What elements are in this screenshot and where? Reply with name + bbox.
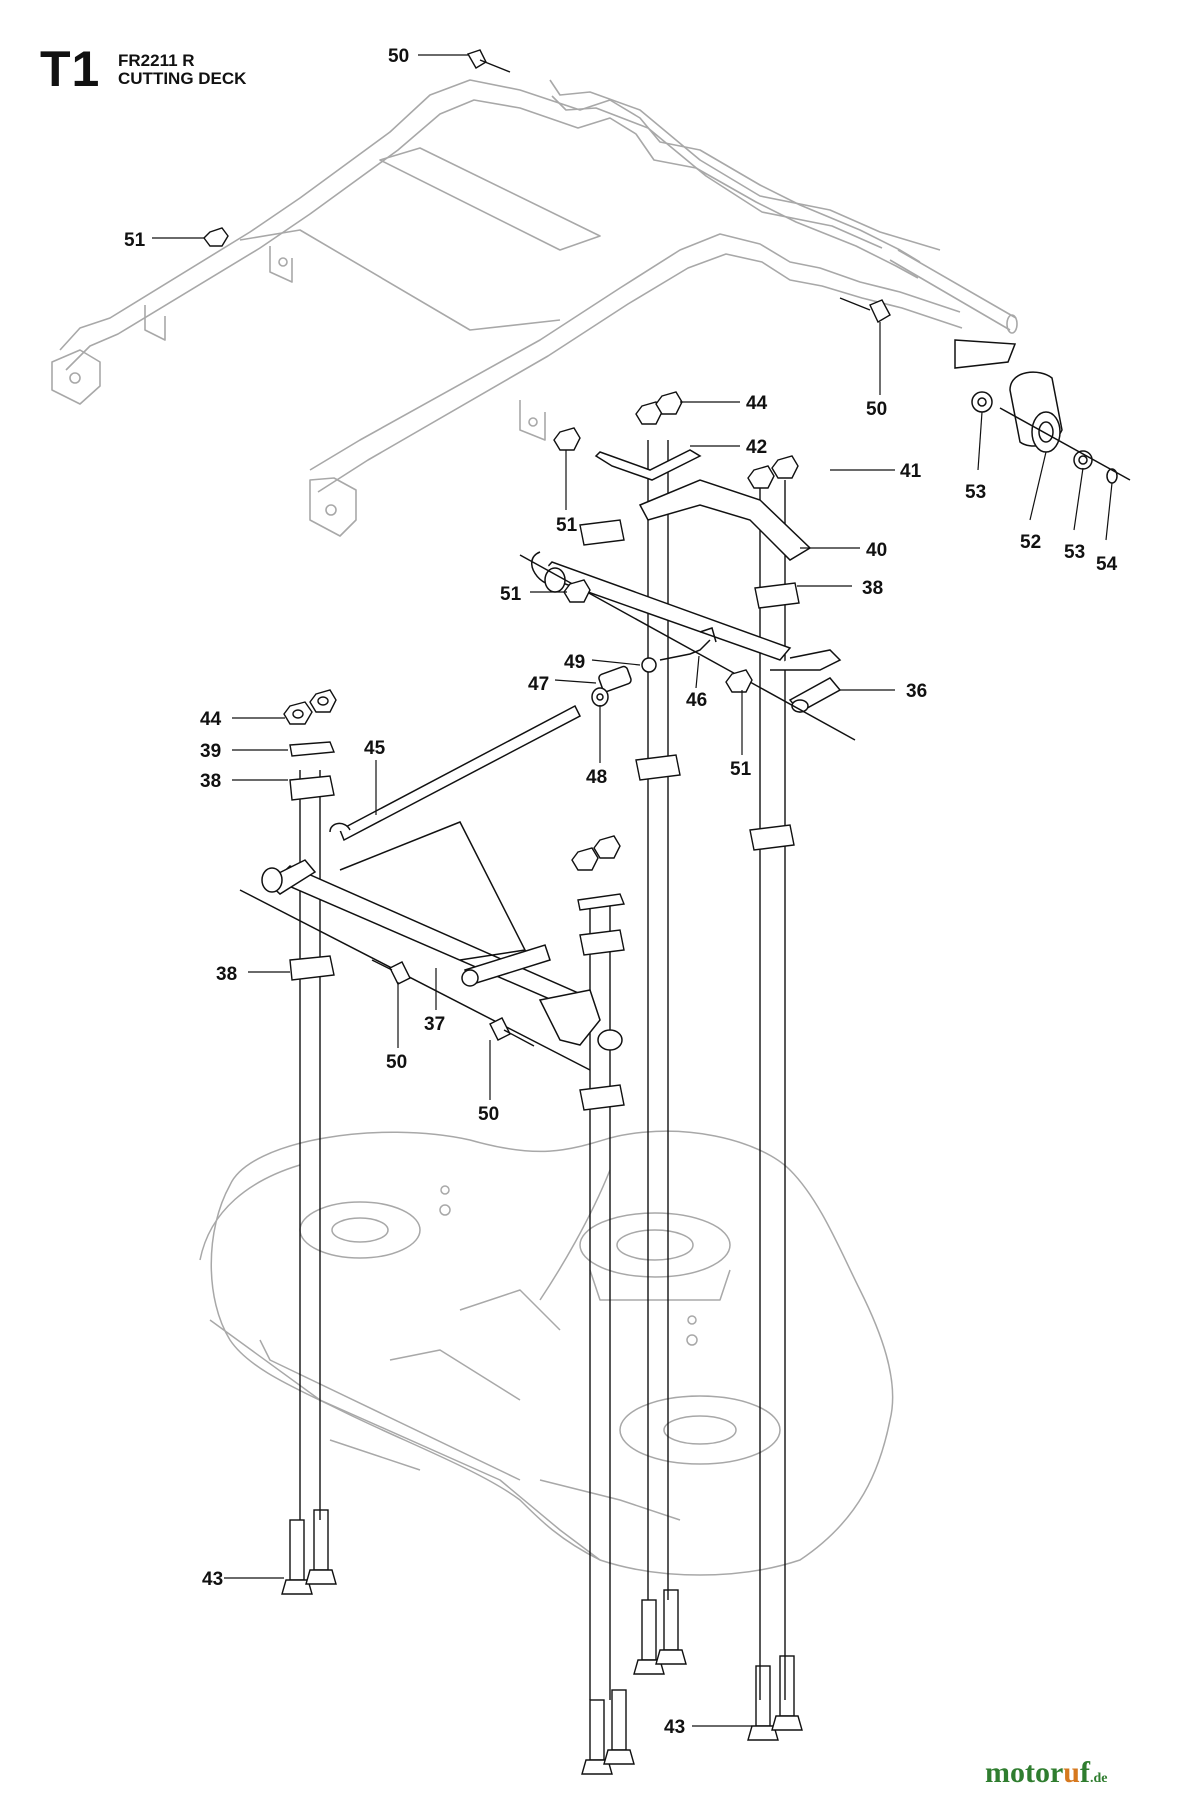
callout-bolt-43: 43 xyxy=(202,1569,223,1590)
callout-washer-53: 53 xyxy=(965,482,986,503)
callout-nut-48: 48 xyxy=(586,767,607,788)
cutting-deck xyxy=(199,1130,894,1576)
callout-bolt-50: 50 xyxy=(478,1104,499,1125)
site-watermark: motoruf.de xyxy=(985,1758,1107,1788)
callout-block-38: 38 xyxy=(862,578,883,599)
callout-block-38: 38 xyxy=(200,771,221,792)
callout-nut-51: 51 xyxy=(730,759,752,780)
page-code: T1 xyxy=(40,41,101,97)
callout-labels: 50 51 50 44 42 41 53 52 53 54 51 40 51 3… xyxy=(124,46,1118,1738)
callout-bolt-43: 43 xyxy=(664,1717,685,1738)
callout-roller-52: 52 xyxy=(1020,532,1041,553)
callout-bolt-50: 50 xyxy=(866,399,887,420)
callout-washer-53: 53 xyxy=(1064,542,1085,563)
callout-plate-39: 39 xyxy=(200,741,221,762)
callout-clip-41: 41 xyxy=(900,461,922,482)
callout-nut-44: 44 xyxy=(746,393,768,414)
callout-shaft-36: 36 xyxy=(906,681,927,702)
callout-nut-49: 49 xyxy=(564,652,585,673)
mounting-blocks xyxy=(289,519,800,1111)
nuts xyxy=(203,227,799,871)
model-number: FR2211 R xyxy=(118,51,195,70)
callout-bolt-50: 50 xyxy=(386,1052,407,1073)
callout-nut-44: 44 xyxy=(200,709,222,730)
callout-shaft-37: 37 xyxy=(424,1014,445,1035)
callout-rod-45: 45 xyxy=(364,738,386,759)
upper-lift-linkage xyxy=(519,449,856,741)
lower-lift-linkage xyxy=(239,704,623,1071)
diagram-title: CUTTING DECK xyxy=(118,69,247,88)
diagram-header: FR2211 R CUTTING DECK xyxy=(118,52,246,88)
mower-frame xyxy=(51,79,1018,537)
brand-accent: u xyxy=(1063,1756,1080,1789)
callout-spring-46: 46 xyxy=(686,690,707,711)
callout-clip-54: 54 xyxy=(1096,554,1118,575)
roller-wheel-assembly xyxy=(954,339,1131,484)
brand-main: motor xyxy=(985,1756,1064,1789)
callout-nut-51: 51 xyxy=(124,230,146,251)
callout-plate-40: 40 xyxy=(866,540,887,561)
callout-nut-51: 51 xyxy=(556,515,578,536)
callout-bracket-42: 42 xyxy=(746,437,767,458)
callout-block-38: 38 xyxy=(216,964,237,985)
leader-lines xyxy=(152,54,1113,1727)
bolts xyxy=(281,49,891,1775)
callout-bolt-50: 50 xyxy=(388,46,409,67)
brand-end: f xyxy=(1079,1756,1090,1789)
callout-nut-51: 51 xyxy=(500,584,522,605)
callout-turnbuckle-47: 47 xyxy=(528,674,549,695)
brand-tld: .de xyxy=(1089,1771,1108,1786)
vertical-lift-rods xyxy=(299,440,786,1700)
